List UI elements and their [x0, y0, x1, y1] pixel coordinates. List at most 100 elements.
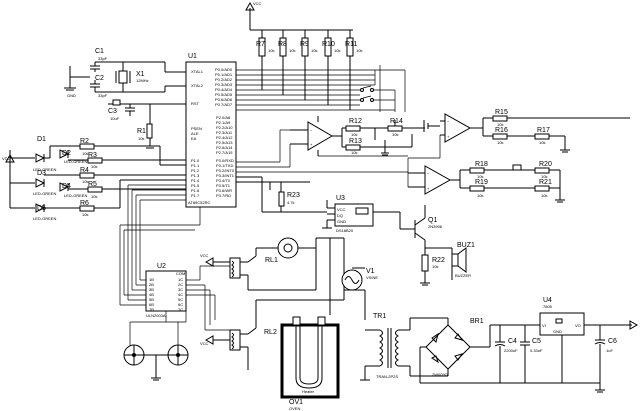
r22-value: 10k — [432, 264, 438, 269]
d2-ref: D2 — [62, 150, 71, 157]
resistor-r1: R1 10k — [137, 104, 153, 146]
r4-value: 10k — [82, 179, 88, 184]
opamp3-plus: + — [427, 186, 430, 191]
d4-ref: D4 — [62, 183, 71, 190]
capacitor-c3: C3 10uF — [108, 104, 135, 121]
u1-part: AT89C52RC — [188, 200, 210, 205]
gnd-label-crystal: GND — [67, 93, 76, 98]
relay-rl1: VCC RL1 — [200, 253, 278, 279]
u1-ref: U1 — [188, 53, 197, 60]
d5-ref: D5 — [37, 205, 46, 212]
crystal-section: C1 33pF C2 33pF GND X1 12MHz — [64, 48, 186, 98]
opamp-3: − + — [408, 165, 460, 195]
oven-ov1: Heater OV1 OVEN — [280, 316, 340, 411]
u1-pin-psen: PSEN — [191, 126, 202, 131]
u2-out-2: 2C — [178, 282, 183, 287]
u1-pin-p2-7: P2.7/A15 — [216, 150, 233, 155]
u1-pin-p2-4: P2.4/A12 — [216, 135, 233, 140]
u1-pin-ea: EA — [191, 136, 197, 141]
u2-in-7: 7B — [149, 307, 154, 312]
x1-value: 12MHz — [136, 78, 149, 83]
r10-value: 10k — [334, 48, 340, 53]
resistor-r2: R2 10k — [50, 138, 160, 156]
br1-ref: BR1 — [470, 318, 484, 325]
u1-pin-p2-3: P2.3/A11 — [216, 130, 233, 135]
buzzer-buz1: BUZ1 BUZZER — [451, 242, 475, 280]
r11-ref: R11 — [345, 41, 357, 48]
br1-part: 2W005G — [432, 372, 448, 377]
c1-ref: C1 — [95, 48, 104, 55]
capacitor-c2: C2 33pF — [90, 75, 108, 98]
u1-pin-p3-1: P3.1/TXD — [216, 163, 233, 168]
u1-pin-p3-6: P3.6/WR — [216, 188, 232, 193]
r21-value: 10k — [541, 193, 547, 198]
u1-pin-p0-7: P0.7/AD7 — [215, 102, 233, 107]
u2-in-4: 4B — [149, 292, 154, 297]
u1-pin-rst: RST — [191, 101, 200, 106]
r4-ref: R4 — [80, 167, 89, 174]
r10-ref: R10 — [322, 41, 335, 48]
capacitor-c6: C6 1uF — [594, 325, 617, 383]
led-d3: D3 LED-GREEN — [33, 170, 56, 196]
u1-pin-p0-6: P0.6/AD6 — [215, 97, 233, 102]
d5-value: LED-GREEN — [33, 216, 56, 221]
r21-ref: R21 — [539, 179, 552, 186]
vcc-top-label: VCC — [253, 1, 262, 6]
u1-pin-p1-7: P1.7 — [191, 193, 200, 198]
r15-value: 10k — [497, 122, 503, 127]
resistor-r5: R5 10k — [68, 181, 186, 199]
u1-pin-p0-3: P0.3/AD3 — [215, 82, 233, 87]
opamp2-minus: − — [447, 119, 450, 124]
u3-part: DS18B20 — [336, 228, 354, 233]
c1-value: 33pF — [98, 56, 108, 61]
d4-value: LED-GREEN — [64, 193, 87, 198]
capacitor-c5: C5 0.33uF — [520, 325, 543, 383]
u1-pin-xtal2: XTAL2 — [191, 83, 204, 88]
resistor-r8: R8 10k — [278, 30, 295, 95]
mcu-to-driver-bus — [119, 184, 230, 345]
c2-value: 33pF — [98, 93, 108, 98]
u2-in-5: 5B — [149, 297, 154, 302]
motor-left — [123, 344, 145, 366]
u1-pin-p0-4: P0.4/AD4 — [215, 87, 233, 92]
resistor-r13: R13 10k — [345, 138, 362, 155]
u1-pin-p3-7: P3.7/RD — [216, 193, 231, 198]
c5-value: 0.33uF — [530, 348, 543, 353]
u2-out-5: 5C — [178, 297, 183, 302]
r16-value: 10k — [497, 140, 503, 145]
u1-pin-p2-5: P2.5/A13 — [216, 140, 233, 145]
u3-ref: U3 — [336, 195, 345, 202]
u3-pin-gnd: GND — [337, 219, 346, 224]
ov1-label: Heater — [302, 389, 315, 394]
sensor-u3: U3 VCC DQ GND DS18B20 — [322, 195, 374, 233]
u3-pin-vcc: VCC — [337, 207, 346, 212]
r12-ref: R12 — [349, 118, 362, 125]
r9-value: 10k — [311, 48, 317, 53]
d3-ref: D3 — [37, 170, 46, 177]
source-v1: V1 VSINE — [341, 268, 378, 291]
u2-in-6: 6B — [149, 302, 154, 307]
led-d1: D1 LED-GREEN — [33, 136, 56, 172]
tr1-part: TRAN-2P2S — [376, 374, 398, 379]
relay-rl2: VCC RL2 — [200, 327, 277, 351]
capacitor-c4: C4 2200uF — [494, 325, 518, 383]
opamp1-plus: + — [310, 142, 313, 147]
r15-ref: R15 — [495, 109, 508, 116]
u1-pin-p0-0: P0.0/AD0 — [215, 67, 233, 72]
r12-value: 10k — [351, 132, 357, 137]
opamp-1: − + — [290, 116, 342, 156]
r13-value: 10k — [351, 150, 357, 155]
r23-value: 4.7k — [287, 200, 295, 205]
u1-pin-p2-2: P2.2/A10 — [216, 125, 233, 130]
resistor-r10: R10 10k — [322, 30, 340, 105]
u1-pin-p3-2: P3.2/INT0 — [216, 168, 235, 173]
u2-in-3: 3B — [149, 287, 154, 292]
x1-ref: X1 — [136, 71, 145, 78]
u1-pin-p1-3: P1.3 — [191, 173, 200, 178]
heater-fan-motor — [277, 237, 299, 259]
p0-port-wires — [236, 65, 406, 112]
opamp3-minus: − — [427, 171, 430, 176]
led-d2: D2 LED-GREEN — [59, 149, 87, 164]
u2-in-1: 1B — [149, 277, 154, 282]
